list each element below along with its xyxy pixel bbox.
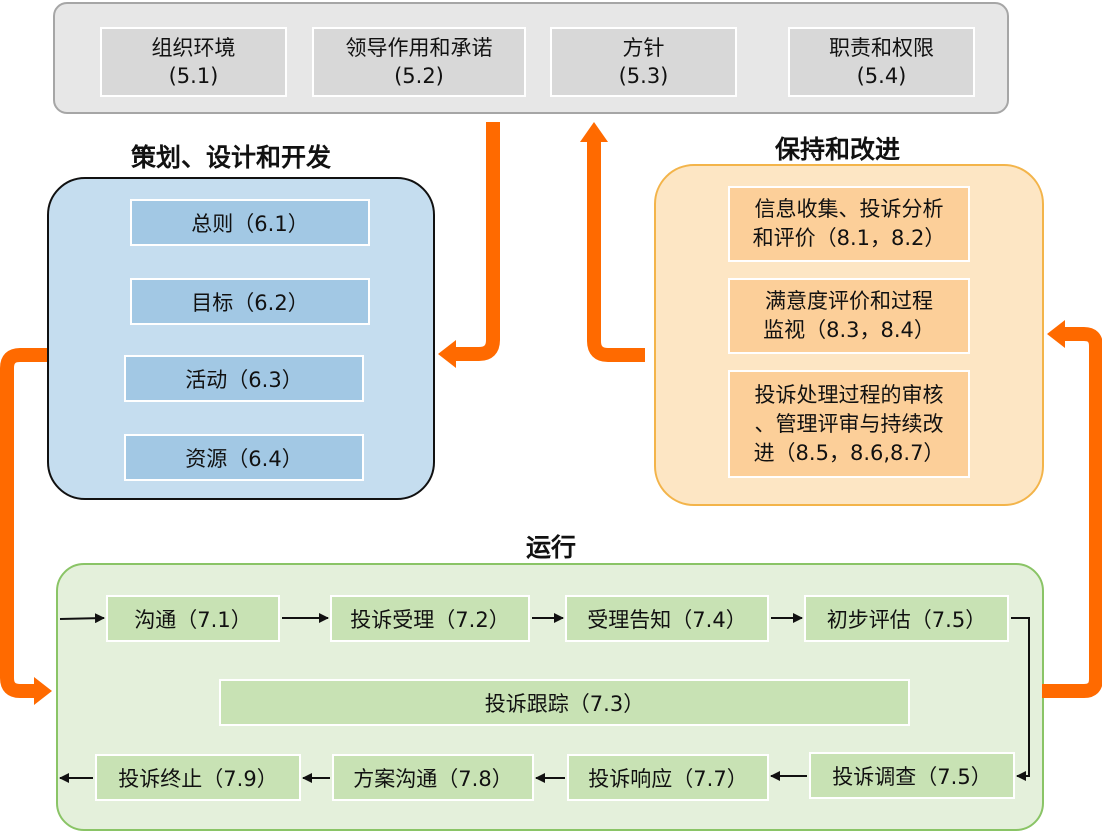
keep-item-satisfaction-line1: 满意度评价和过程 (765, 289, 933, 313)
box-leadership-label: 领导作用和承诺 (345, 36, 493, 60)
keep-item-audit: 投诉处理过程的审核 、管理评审与持续改 进（8.5，8.6,8.7） (728, 370, 970, 478)
box-leadership-ref: (5.2) (394, 64, 444, 88)
keep-title: 保持和改进 (775, 135, 901, 164)
run-step-initial-assessment: 初步评估（7.5） (804, 595, 1009, 642)
connector-run-to-keep (1042, 320, 1102, 698)
run-step-response: 投诉响应（7.7） (567, 754, 769, 801)
connector-plan-to-run (0, 348, 52, 705)
flow-arrow-4 (1011, 617, 1030, 781)
box-leadership: 领导作用和承诺 (5.2) (312, 27, 526, 97)
run-step-plan-communication: 方案沟通（7.8） (332, 754, 534, 801)
keep-item-satisfaction-line2: 监视（8.3，8.4） (763, 318, 935, 342)
keep-item-audit-line1: 投诉处理过程的审核 (754, 382, 944, 407)
keep-item-satisfaction: 满意度评价和过程 监视（8.3，8.4） (728, 278, 970, 354)
plan-item-objectives: 目标（6.2） (130, 278, 370, 325)
run-step-receipt: 投诉受理（7.2） (330, 595, 530, 642)
plan-item-activities: 活动（6.3） (124, 355, 364, 402)
keep-item-analysis-line1: 信息收集、投诉分析 (754, 197, 944, 221)
box-roles-label: 职责和权限 (829, 36, 934, 60)
keep-item-analysis-line2: 和评价（8.1，8.2） (752, 226, 946, 250)
plan-item-general: 总则（6.1） (130, 199, 370, 246)
box-policy: 方针 (5.3) (550, 27, 737, 97)
run-title: 运行 (526, 533, 577, 562)
keep-item-audit-line3: 进（8.5，8.6,8.7） (753, 440, 945, 465)
run-step-termination: 投诉终止（7.9） (95, 754, 301, 801)
box-roles: 职责和权限 (5.4) (788, 27, 975, 97)
flow-arrow-entry (59, 613, 105, 624)
plan-title: 策划、设计和开发 (131, 143, 332, 172)
connector-keep-to-top (580, 122, 645, 362)
run-step-notification: 受理告知（7.4） (565, 595, 769, 642)
keep-item-audit-line2: 、管理评审与持续改 (754, 411, 944, 436)
plan-item-resources: 资源（6.4） (124, 434, 364, 481)
box-policy-label: 方针 (622, 36, 665, 60)
box-policy-ref: (5.3) (618, 64, 669, 88)
box-context: 组织环境 (5.1) (100, 27, 287, 97)
run-tracking: 投诉跟踪（7.3） (219, 679, 910, 726)
box-context-ref: (5.1) (168, 64, 219, 88)
keep-item-analysis: 信息收集、投诉分析 和评价（8.1，8.2） (728, 186, 970, 262)
box-roles-ref: (5.4) (856, 64, 907, 88)
box-context-label: 组织环境 (151, 36, 236, 60)
connector-top-to-plan (438, 122, 500, 368)
run-step-investigation: 投诉调查（7.5） (809, 752, 1015, 799)
run-step-communication: 沟通（7.1） (106, 595, 280, 642)
